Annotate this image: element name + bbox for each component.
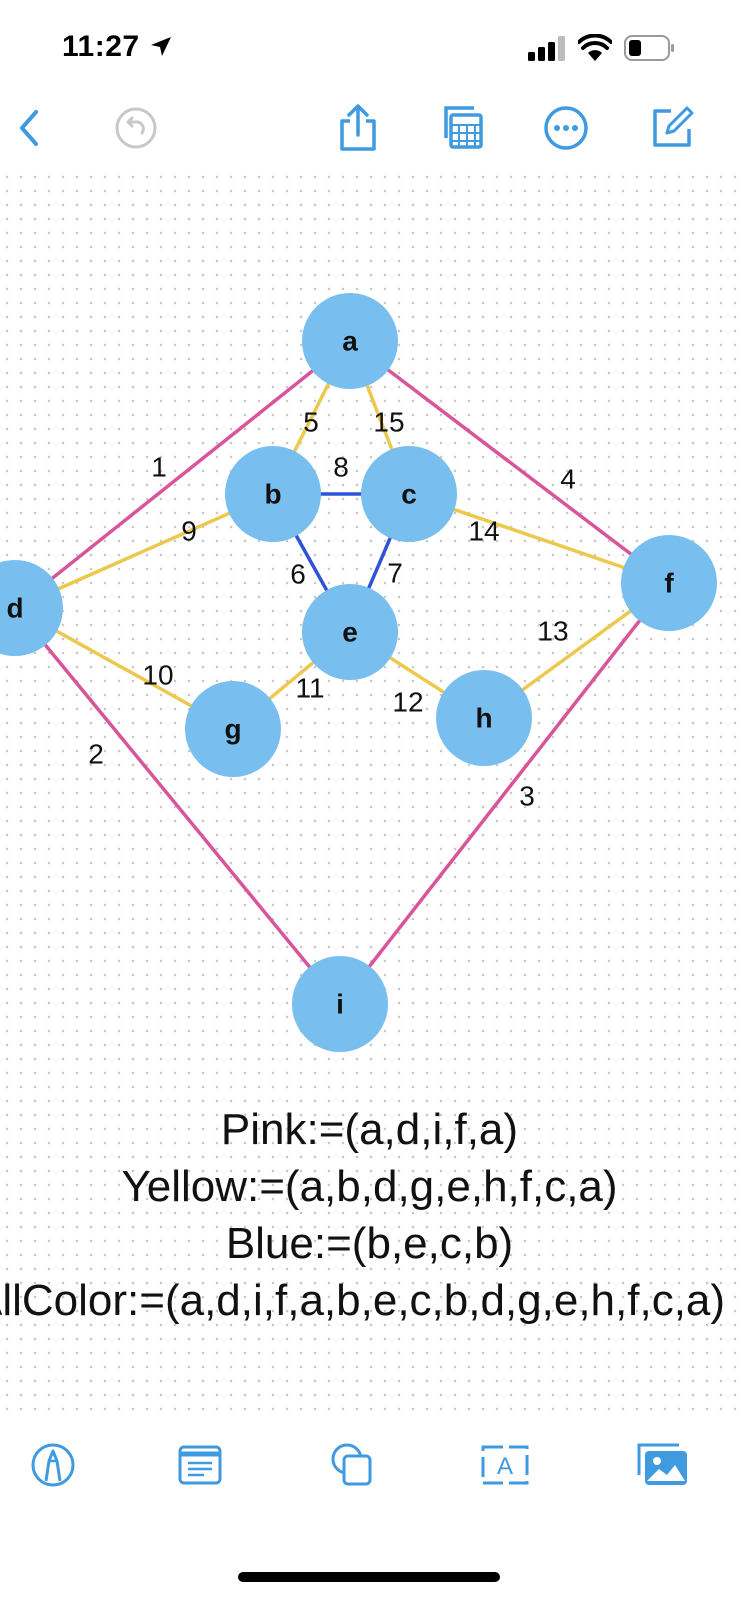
node-f[interactable] <box>621 535 717 631</box>
status-bar: 11:27 <box>0 0 739 100</box>
status-time: 11:27 <box>62 30 140 63</box>
edge-weight-label: 13 <box>537 615 568 646</box>
node-label: f <box>664 567 674 598</box>
pen-tool-icon[interactable] <box>18 1430 88 1500</box>
share-icon[interactable] <box>328 95 388 161</box>
node-b[interactable] <box>225 446 321 542</box>
edge-d-i[interactable] <box>13 606 342 1006</box>
node-label: e <box>342 616 358 647</box>
formula-blue[interactable]: Blue:=(b,e,c,b) <box>225 1219 514 1268</box>
node-e[interactable] <box>302 584 398 680</box>
node-h[interactable] <box>436 670 532 766</box>
node-label: g <box>224 713 241 744</box>
formula-yellow[interactable]: Yellow:=(a,b,d,g,e,h,f,c,a) <box>121 1162 618 1211</box>
node-label: c <box>401 478 417 509</box>
text-card-icon[interactable] <box>165 1430 235 1500</box>
node-g[interactable] <box>185 681 281 777</box>
node-label: d <box>6 592 23 623</box>
formula-allcolor[interactable]: AllColor:=(a,d,i,f,a,b,e,c,b,d,g,e,h,f,c… <box>0 1276 726 1325</box>
top-toolbar <box>0 95 739 165</box>
edge-f-a[interactable] <box>348 339 671 585</box>
node-label: i <box>336 988 344 1019</box>
node-i[interactable] <box>292 956 388 1052</box>
edge-i-f[interactable] <box>338 581 671 1006</box>
grid-view-icon[interactable] <box>432 95 492 161</box>
edge-weight-label: 7 <box>387 557 403 588</box>
battery-icon <box>624 35 674 61</box>
node-label: b <box>264 478 281 509</box>
text-box-icon[interactable]: A <box>470 1430 540 1500</box>
more-icon[interactable] <box>536 95 596 161</box>
edge-weight-label: 3 <box>519 780 535 811</box>
svg-text:A: A <box>497 1453 513 1480</box>
image-gallery-icon[interactable] <box>628 1430 698 1500</box>
edge-weight-label: 14 <box>468 515 499 546</box>
wifi-icon <box>578 34 612 61</box>
node-d[interactable] <box>0 560 63 656</box>
edge-a-d[interactable] <box>13 339 352 610</box>
back-chevron-icon[interactable] <box>0 95 60 161</box>
formula-pink[interactable]: Pink:=(a,d,i,f,a) <box>220 1105 519 1154</box>
edge-weight-label: 10 <box>142 659 173 690</box>
edge-weight-label: 9 <box>181 515 197 546</box>
edge-weight-label: 6 <box>290 558 306 589</box>
edge-weight-label: 4 <box>560 463 576 494</box>
cellular-signal-icon <box>528 36 565 61</box>
edge-weight-label: 1 <box>151 451 167 482</box>
edge-weight-label: 11 <box>295 672 324 703</box>
undo-icon[interactable] <box>106 95 166 161</box>
bottom-toolbar: A <box>0 1430 739 1510</box>
edge-weight-label: 5 <box>303 406 319 437</box>
location-arrow-icon <box>151 37 171 56</box>
node-c[interactable] <box>361 446 457 542</box>
shapes-icon[interactable] <box>318 1430 388 1500</box>
compose-icon[interactable] <box>642 95 702 161</box>
node-label: h <box>475 702 492 733</box>
node-label: a <box>342 325 358 356</box>
home-indicator[interactable] <box>238 1572 500 1582</box>
edge-weight-label: 8 <box>333 451 349 482</box>
edge-weight-label: 12 <box>392 686 423 717</box>
node-a[interactable] <box>302 293 398 389</box>
edge-weight-label: 2 <box>88 738 104 769</box>
edge-weight-label: 15 <box>373 406 404 437</box>
